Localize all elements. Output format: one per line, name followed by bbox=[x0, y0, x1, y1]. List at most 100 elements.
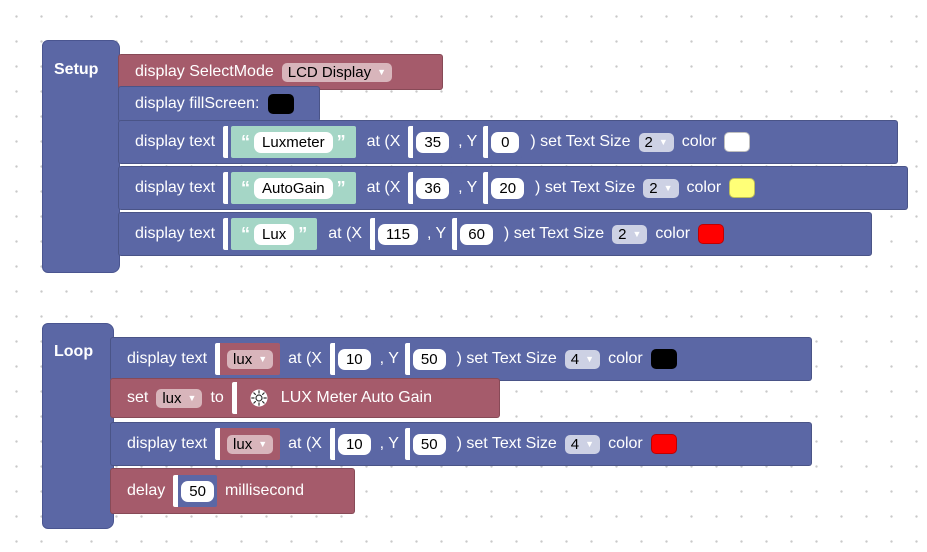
y-field[interactable]: 20 bbox=[491, 177, 525, 199]
chevron-down-icon: ▼ bbox=[377, 67, 387, 77]
string-field[interactable]: Luxmeter bbox=[254, 131, 333, 153]
delay-block[interactable]: delay 50 millisecond bbox=[110, 468, 355, 514]
x-socket: 36 bbox=[408, 172, 453, 204]
close-quote-icon: ” bbox=[298, 223, 308, 244]
variable-value: lux bbox=[233, 435, 253, 453]
chevron-down-icon: ▼ bbox=[632, 229, 642, 239]
x-field[interactable]: 35 bbox=[416, 131, 450, 153]
display-text-label: display text bbox=[135, 179, 216, 196]
text-size-dropdown[interactable]: 2▼ bbox=[612, 224, 648, 244]
text-size-dropdown[interactable]: 2▼ bbox=[638, 132, 674, 152]
text-size-value: 2 bbox=[618, 225, 627, 243]
at-x-label: at (X bbox=[366, 179, 401, 196]
fill-screen-label: display fillScreen: bbox=[135, 95, 260, 112]
text-size-label: ) set Text Size bbox=[456, 435, 557, 452]
color-label: color bbox=[655, 225, 691, 242]
text-size-value: 2 bbox=[649, 179, 658, 197]
yellow-swatch-icon[interactable] bbox=[729, 178, 756, 198]
sun-icon bbox=[247, 386, 271, 410]
select-mode-dropdown[interactable]: LCD Display ▼ bbox=[281, 62, 393, 82]
variable-dropdown[interactable]: lux▼ bbox=[227, 349, 274, 369]
x-field[interactable]: 10 bbox=[337, 433, 371, 455]
variable-dropdown[interactable]: lux ▼ bbox=[156, 388, 203, 408]
red-swatch-icon[interactable] bbox=[698, 224, 725, 244]
chevron-down-icon: ▼ bbox=[585, 354, 595, 364]
y-socket: 50 bbox=[404, 343, 449, 375]
color-label: color bbox=[681, 133, 717, 150]
delay-unit-label: millisecond bbox=[224, 482, 305, 499]
y-field[interactable]: 0 bbox=[491, 131, 520, 153]
string-block[interactable]: “Luxmeter” bbox=[231, 126, 356, 158]
text-size-label: ) set Text Size bbox=[530, 133, 631, 150]
text-size-dropdown[interactable]: 4▼ bbox=[564, 434, 601, 454]
string-field[interactable]: AutoGain bbox=[254, 177, 333, 199]
y-field[interactable]: 50 bbox=[412, 433, 446, 455]
loop-label: Loop bbox=[54, 343, 94, 360]
display-text-label: display text bbox=[127, 435, 208, 452]
string-field[interactable]: Lux bbox=[254, 223, 295, 245]
red-swatch-icon[interactable] bbox=[650, 434, 677, 454]
color-label: color bbox=[686, 179, 722, 196]
x-field[interactable]: 36 bbox=[416, 177, 450, 199]
open-quote-icon: “ bbox=[241, 223, 251, 244]
white-swatch-icon[interactable] bbox=[724, 132, 751, 152]
display-text-label: display text bbox=[135, 133, 216, 150]
x-field[interactable]: 115 bbox=[378, 223, 418, 245]
at-y-label: , Y bbox=[379, 435, 399, 452]
chevron-down-icon: ▼ bbox=[663, 183, 673, 193]
setup-label: Setup bbox=[54, 61, 99, 78]
sensor-socket[interactable]: LUX Meter Auto Gain bbox=[231, 382, 442, 414]
setup-block[interactable] bbox=[42, 40, 120, 273]
select-mode-label: display SelectMode bbox=[135, 63, 274, 80]
fill-screen-block[interactable]: display fillScreen: bbox=[118, 86, 320, 122]
display-text-block-1[interactable]: display text “Luxmeter” at (X 35 , Y 0 )… bbox=[118, 120, 898, 164]
open-quote-icon: “ bbox=[241, 177, 251, 198]
close-quote-icon: ” bbox=[336, 177, 346, 198]
at-y-label: , Y bbox=[426, 225, 447, 242]
set-variable-block[interactable]: set lux▼ to LUX Meter Auto Gain bbox=[110, 378, 500, 418]
text-size-label: ) set Text Size bbox=[503, 225, 605, 242]
string-block[interactable]: “AutoGain” bbox=[231, 172, 356, 204]
display-text-label: display text bbox=[127, 350, 208, 367]
x-field[interactable]: 10 bbox=[337, 348, 371, 370]
variable-value: lux bbox=[233, 350, 253, 368]
color-label: color bbox=[608, 435, 643, 452]
black-swatch-icon[interactable] bbox=[267, 94, 294, 114]
at-x-label: at (X bbox=[366, 133, 401, 150]
select-mode-block[interactable]: display SelectMode LCD Display ▼ bbox=[118, 54, 443, 90]
loop-block[interactable] bbox=[42, 323, 114, 529]
open-quote-icon: “ bbox=[241, 131, 251, 152]
text-size-dropdown[interactable]: 4▼ bbox=[564, 349, 601, 369]
at-y-label: , Y bbox=[379, 350, 399, 367]
display-text-block-3[interactable]: display text “Lux” at (X 115 , Y 60 ) se… bbox=[118, 212, 872, 256]
text-size-value: 4 bbox=[570, 350, 580, 368]
loop-display-text-block-2[interactable]: display text lux▼ at (X 10 , Y 50 ) set … bbox=[110, 422, 812, 466]
x-socket: 35 bbox=[408, 126, 453, 158]
variable-dropdown[interactable]: lux▼ bbox=[227, 434, 274, 454]
string-block[interactable]: “Lux” bbox=[231, 218, 318, 250]
select-mode-value: LCD Display bbox=[287, 63, 372, 81]
delay-socket: 50 bbox=[173, 475, 217, 507]
at-y-label: , Y bbox=[458, 133, 478, 150]
at-x-label: at (X bbox=[288, 435, 322, 452]
x-socket: 115 bbox=[370, 218, 421, 250]
text-size-label: ) set Text Size bbox=[535, 179, 636, 196]
string-socket: “Luxmeter” bbox=[223, 126, 359, 158]
loop-display-text-block-1[interactable]: display text lux▼ at (X 10 , Y 50 ) set … bbox=[110, 337, 812, 381]
black-swatch-icon[interactable] bbox=[650, 349, 677, 369]
close-quote-icon: ” bbox=[336, 131, 346, 152]
color-label: color bbox=[608, 350, 643, 367]
variable-socket: lux▼ bbox=[215, 428, 281, 460]
display-text-block-2[interactable]: display text “AutoGain” at (X 36 , Y 20 … bbox=[118, 166, 908, 210]
y-socket: 50 bbox=[404, 428, 449, 460]
chevron-down-icon: ▼ bbox=[187, 393, 197, 403]
y-socket: 20 bbox=[483, 172, 528, 204]
y-field[interactable]: 50 bbox=[412, 348, 446, 370]
text-size-dropdown[interactable]: 2▼ bbox=[643, 178, 679, 198]
sensor-label: LUX Meter Auto Gain bbox=[280, 389, 432, 406]
variable-value: lux bbox=[162, 389, 182, 407]
y-field[interactable]: 60 bbox=[460, 223, 493, 245]
delay-field[interactable]: 50 bbox=[181, 480, 214, 502]
set-label: set bbox=[127, 389, 149, 406]
y-socket: 60 bbox=[452, 218, 496, 250]
